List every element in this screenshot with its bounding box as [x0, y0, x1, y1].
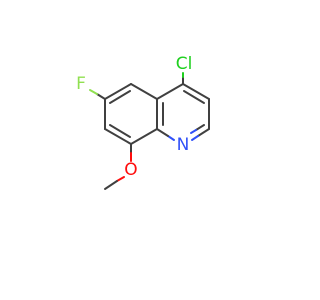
bond-c2-n-double-a — [195, 124, 205, 131]
bond-o-me-a — [116, 176, 125, 182]
bond-c2-n-double-b — [190, 129, 197, 134]
bond-c5-c6-double — [109, 90, 131, 104]
atom-label-f: F — [76, 74, 86, 94]
bond-c7-c8 — [104, 128, 132, 145]
bond-c5-c6 — [104, 83, 132, 100]
bond-c7-c8-double — [109, 124, 131, 138]
heteroatom-bonds — [89, 72, 210, 190]
atom-labels: Cl F N O — [76, 54, 192, 180]
molecule-structure: Cl F N O — [76, 54, 210, 190]
bond-o-me-b — [104, 180, 118, 190]
bond-n-c8a-a — [167, 135, 175, 141]
bond-c2-n-a — [197, 128, 210, 137]
bond-c4-c3-double — [183, 90, 205, 104]
bond-c4-c3 — [182, 83, 210, 100]
bond-c4-c4a — [156, 83, 184, 100]
atom-label-cl: Cl — [176, 54, 193, 74]
bond-c6-f-a — [96, 93, 106, 100]
bond-n-c8a-b — [156, 128, 169, 137]
bond-c4a-c5 — [130, 83, 158, 100]
bond-c8-c8a — [130, 128, 158, 145]
bond-network — [104, 83, 210, 145]
atom-label-n: N — [177, 135, 190, 155]
bond-c6-f-b — [89, 89, 98, 95]
atom-label-o: O — [124, 160, 137, 180]
bond-c2-n-b — [191, 135, 199, 141]
